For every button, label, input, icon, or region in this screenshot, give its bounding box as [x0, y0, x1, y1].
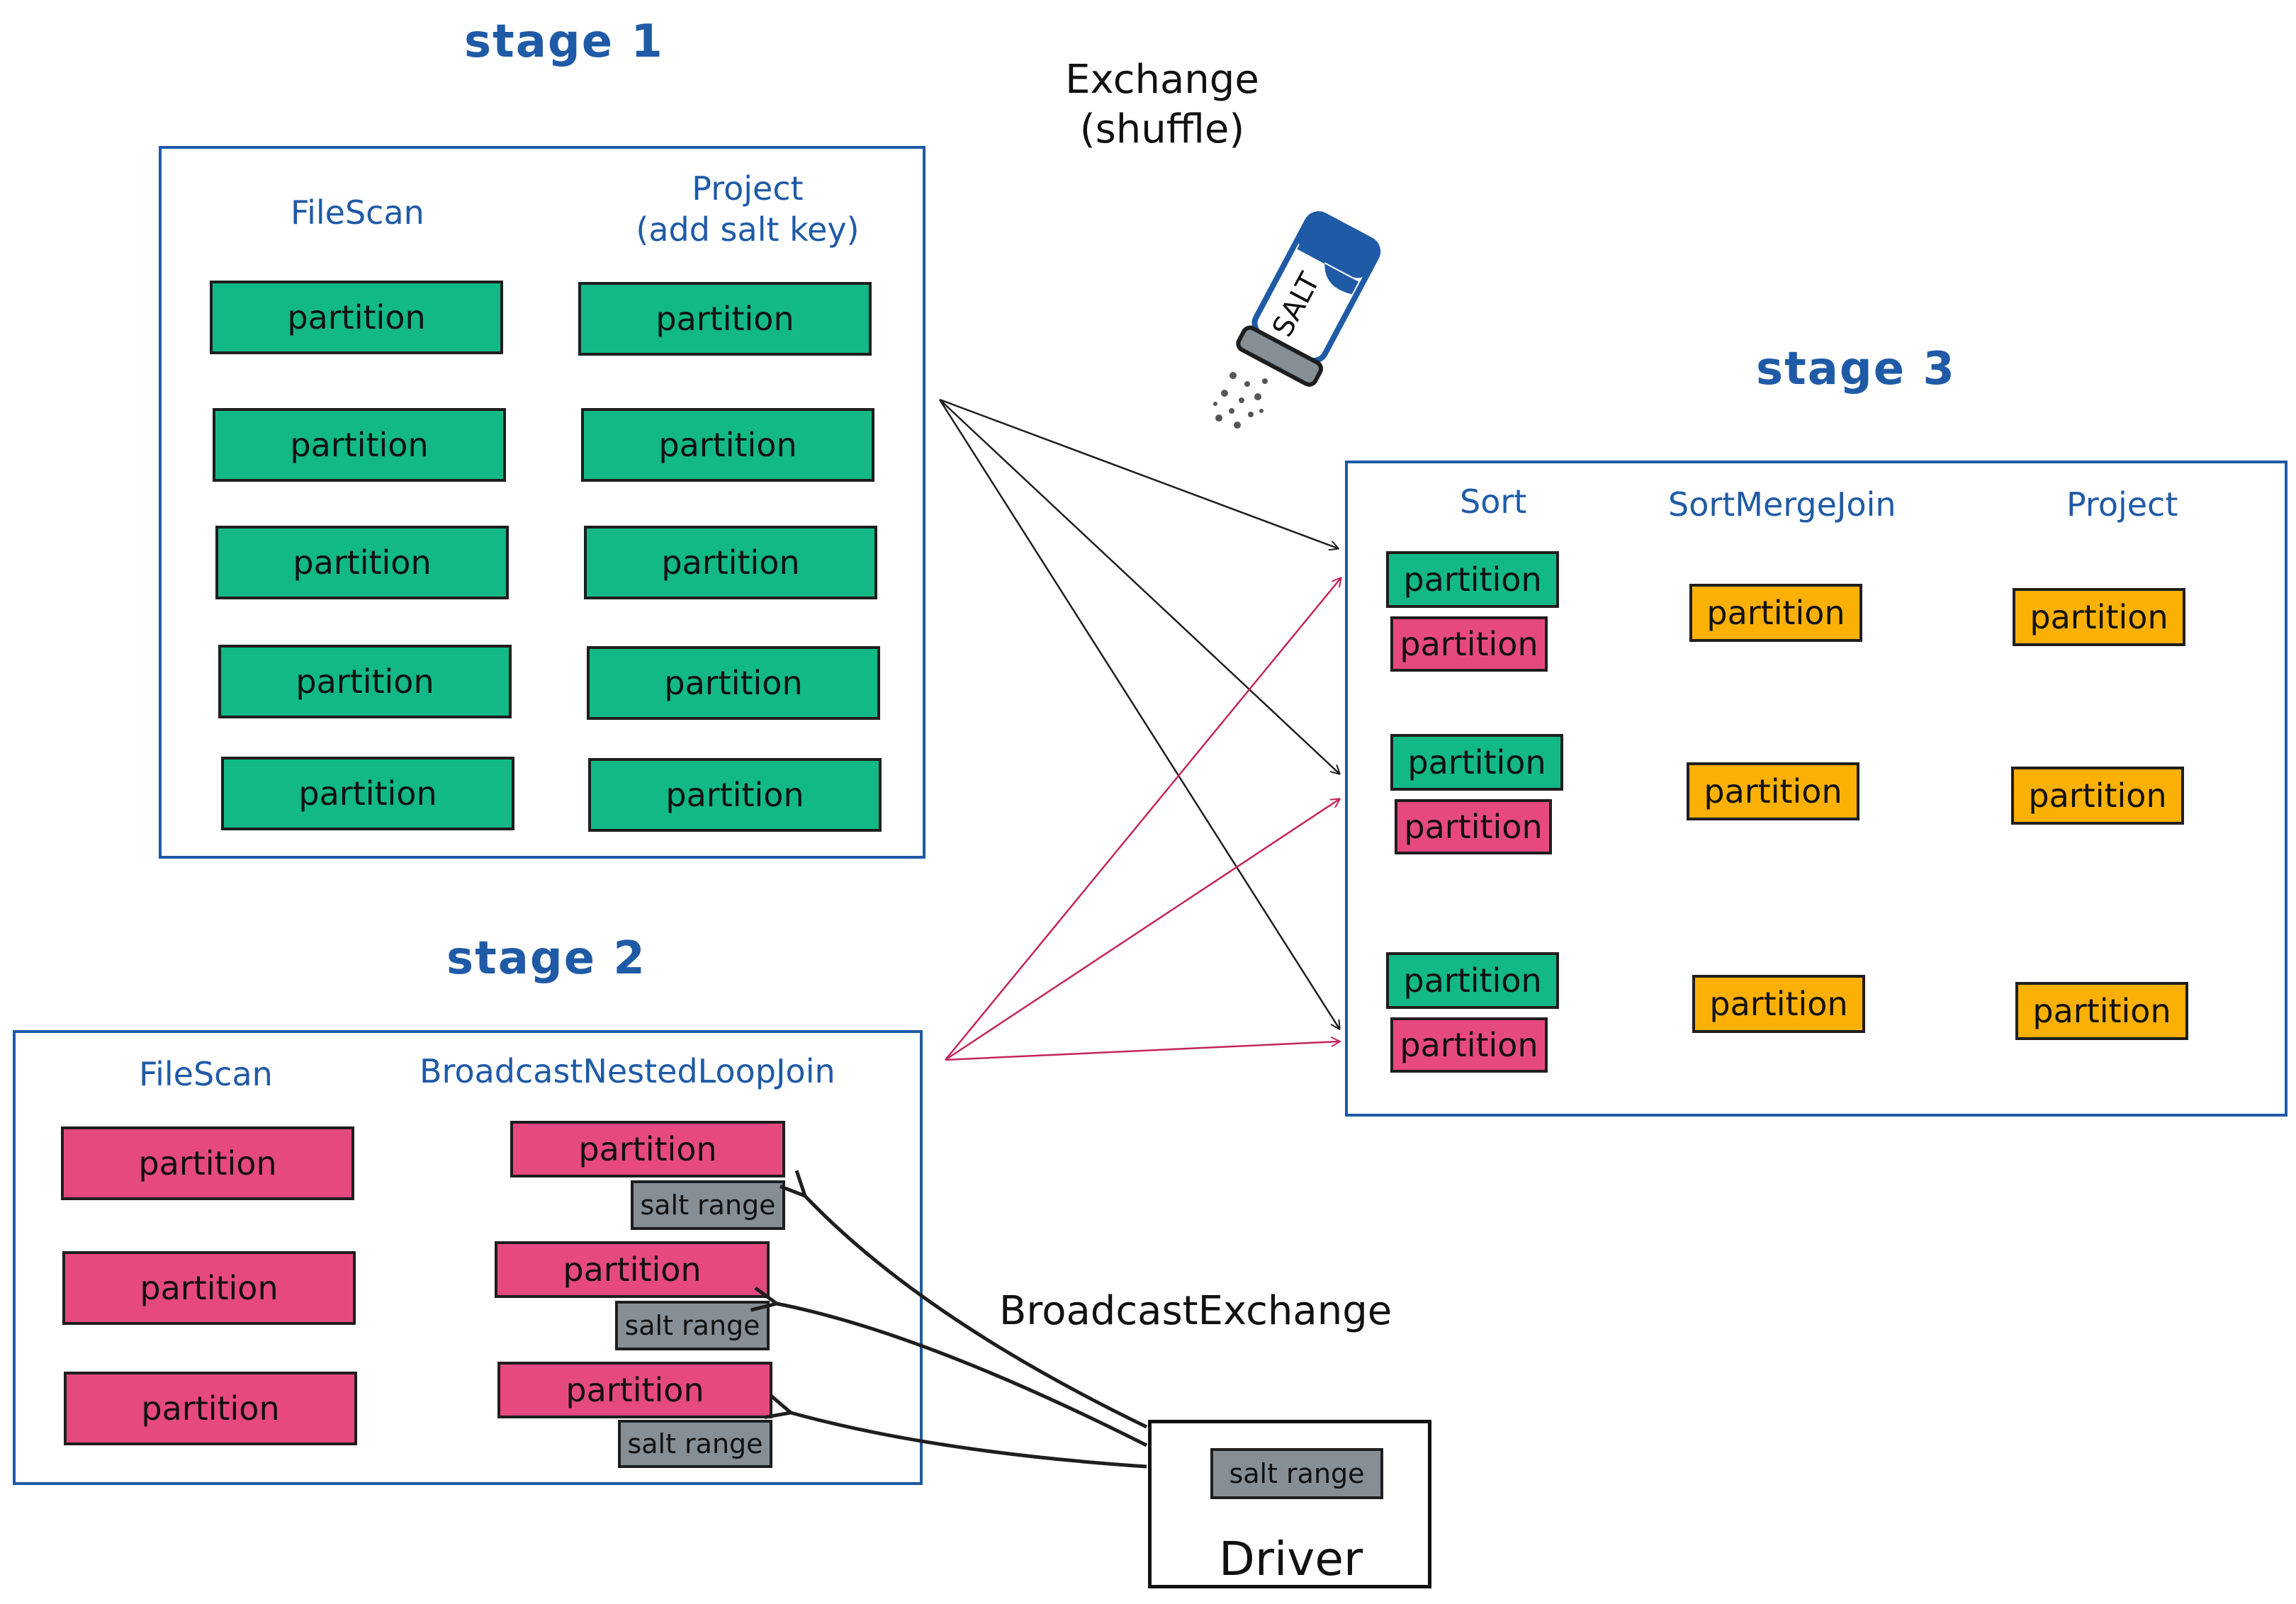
broadcast-arrow: [791, 1413, 1147, 1469]
stage2-salt-range: salt range: [631, 1180, 785, 1230]
stage3-sort-partition: partition: [1395, 799, 1552, 854]
stage1-box: [159, 146, 925, 859]
stage2-filescan-partition: partition: [62, 1251, 356, 1325]
stage2-title: stage 2: [446, 932, 646, 985]
driver-box: [1148, 1420, 1431, 1588]
stage3-title: stage 3: [1756, 343, 1956, 395]
shuffle-arrow: [939, 398, 1338, 548]
salt-shaker-icon: SALT: [1213, 211, 1381, 429]
exchange-label: Exchange (shuffle): [1006, 55, 1318, 154]
broadcast-exchange-label: BroadcastExchange: [999, 1288, 1392, 1334]
stage1-project-partition: partition: [581, 408, 874, 482]
stage3-smj-partition: partition: [1692, 975, 1865, 1033]
stage3-sort-partition: partition: [1386, 952, 1559, 1009]
stage3-project-partition: partition: [2013, 588, 2185, 646]
shuffle-arrow: [938, 399, 1339, 1029]
stage1-filescan-label: FileScan: [291, 193, 424, 232]
stage1-filescan-partition: partition: [215, 526, 509, 599]
stage2-salt-range: salt range: [615, 1301, 770, 1350]
shuffle-arrow: [939, 399, 1339, 774]
stage2-join-label: BroadcastNestedLoopJoin: [420, 1052, 835, 1090]
stage1-project-partition: partition: [578, 282, 872, 356]
stage2-filescan-label: FileScan: [139, 1055, 273, 1093]
stage2-filescan-partition: partition: [64, 1372, 357, 1445]
stage2-join-partition: partition: [510, 1121, 785, 1177]
stage3-sort-partition: partition: [1390, 1017, 1548, 1073]
stage3-project-partition: partition: [2015, 982, 2188, 1040]
stage3-sort-partition: partition: [1390, 734, 1563, 791]
stage1-filescan-partition: partition: [221, 757, 514, 830]
stage3-project-partition: partition: [2011, 767, 2184, 825]
stage3-smj-label: SortMergeJoin: [1668, 485, 1896, 524]
stage1-title: stage 1: [464, 16, 664, 68]
driver-label: Driver: [1219, 1532, 1363, 1586]
stage3-sort-label: Sort: [1460, 482, 1527, 521]
broadcast-arrow: [777, 1304, 1148, 1447]
driver-salt-range: salt range: [1210, 1448, 1383, 1499]
stage3-box: [1345, 461, 2287, 1117]
stage1-project-label-line2: (add salt key): [636, 210, 860, 249]
shuffle-arrow-pink: [945, 578, 1341, 1061]
stage1-filescan-partition: partition: [218, 645, 512, 718]
stage1-project-label: Project (add salt key): [599, 169, 896, 250]
shuffle-arrow-pink: [945, 1041, 1339, 1061]
stage1-filescan-partition: partition: [210, 281, 503, 354]
stage3-sort-partition: partition: [1386, 551, 1559, 608]
exchange-label-line1: Exchange: [1065, 57, 1259, 103]
stage3-smj-partition: partition: [1687, 762, 1859, 820]
stage2-filescan-partition: partition: [61, 1126, 354, 1200]
stage3-smj-partition: partition: [1689, 584, 1862, 642]
exchange-label-line2: (shuffle): [1079, 106, 1245, 152]
stage2-join-partition: partition: [495, 1241, 770, 1298]
stage3-project-label: Project: [2066, 485, 2178, 524]
stage1-project-partition: partition: [588, 758, 882, 832]
stage3-sort-partition: partition: [1390, 616, 1548, 672]
broadcast-arrow: [805, 1196, 1148, 1429]
stage2-join-partition: partition: [497, 1362, 772, 1418]
stage1-project-label-line1: Project: [692, 169, 804, 208]
stage1-filescan-partition: partition: [213, 408, 506, 482]
shuffle-arrow-pink: [945, 799, 1339, 1061]
stage2-box: [13, 1030, 923, 1485]
stage2-salt-range: salt range: [618, 1420, 772, 1468]
stage1-project-partition: partition: [587, 646, 880, 720]
stage1-project-partition: partition: [584, 526, 877, 599]
